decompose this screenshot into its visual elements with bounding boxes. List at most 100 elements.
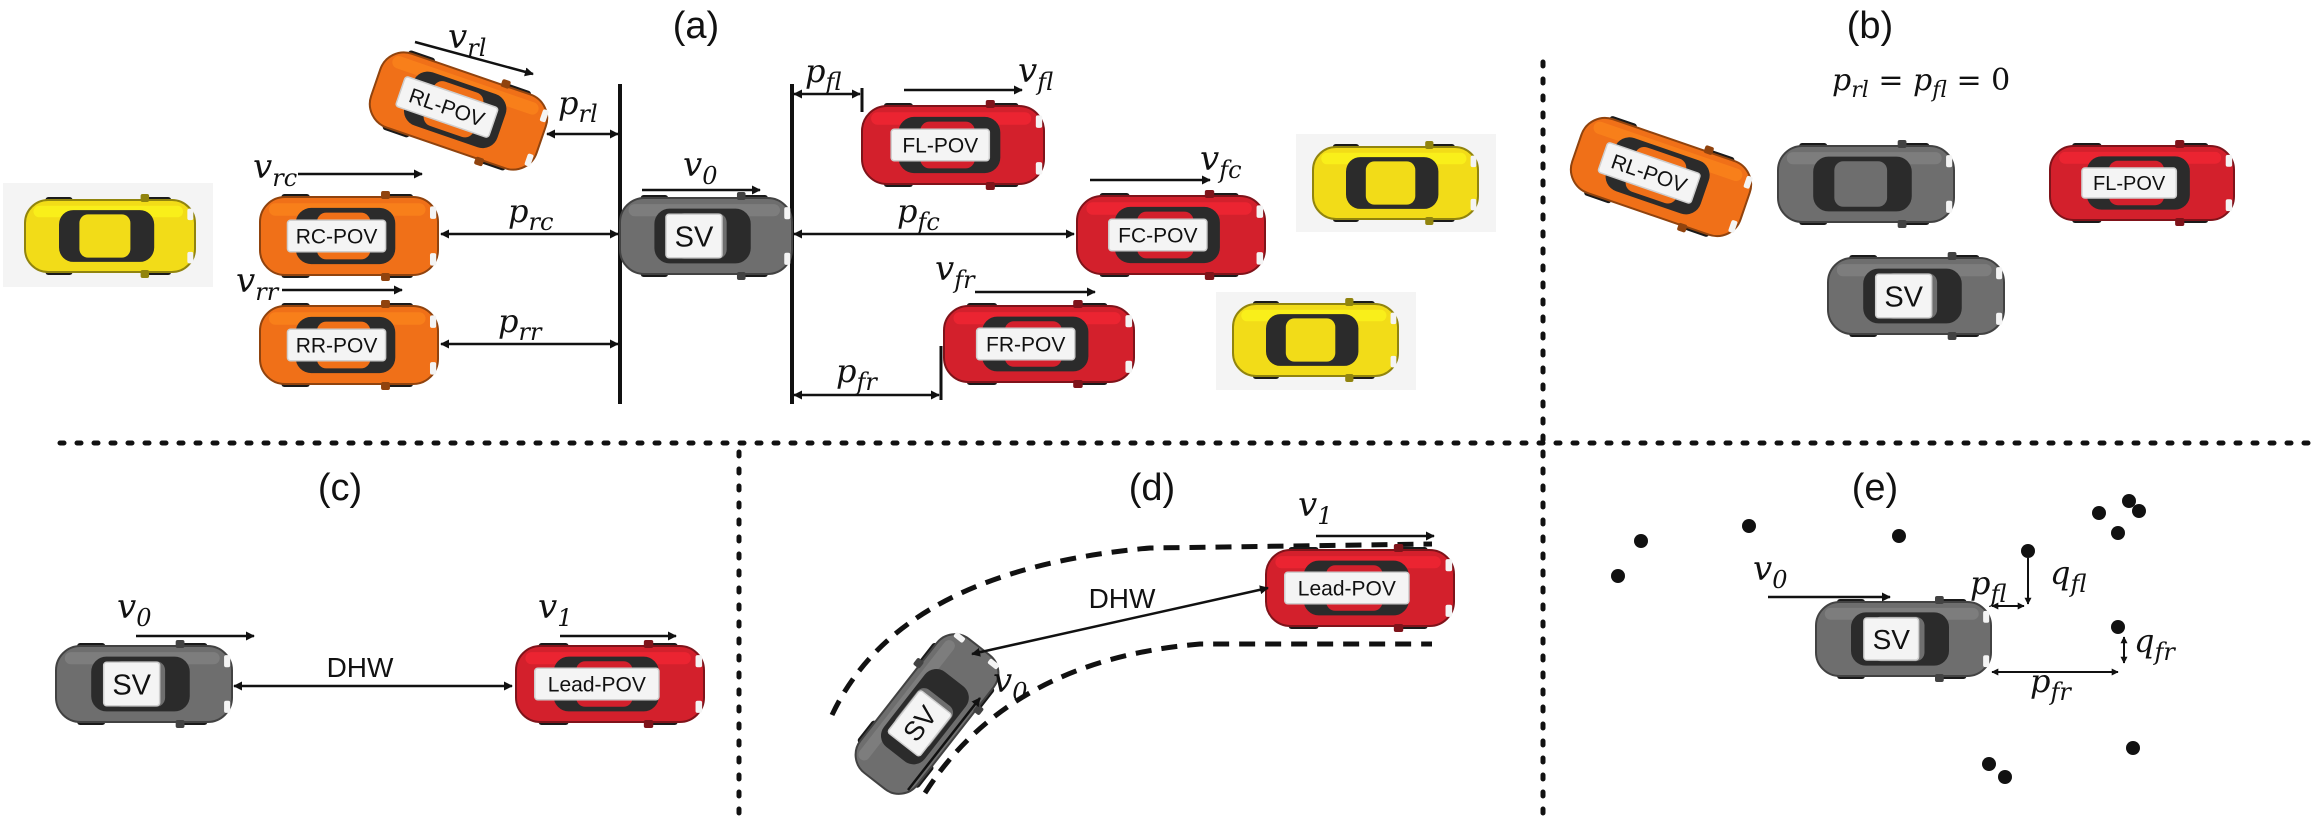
car-icon: FL-POV: [2049, 140, 2235, 226]
label-v-fr: vfr: [935, 249, 976, 294]
car-label-box: [1108, 218, 1208, 252]
car-label-box: [286, 219, 387, 253]
car-yellow-left: [3, 183, 213, 287]
point: [2021, 544, 2035, 558]
car-icon: [1312, 141, 1479, 225]
label-v-0: v0: [117, 587, 152, 632]
car-sv: SV: [854, 632, 1000, 795]
car-label-box: [975, 327, 1076, 361]
panel-c: SV Lead-POV v0 v1 DHW: [55, 587, 705, 728]
car-label: SV: [112, 669, 151, 701]
car-rc-pov: RC-POV: [259, 191, 439, 281]
car-label-box: [887, 690, 952, 757]
car-label: FL-POV: [902, 135, 978, 158]
panel-a: RL-POV RC-POV RR-POV SV FL-POV FC-POV FR…: [3, 17, 1496, 404]
car-icon: SV: [55, 640, 233, 728]
car-label: Lead-POV: [548, 674, 646, 697]
label-dhw: DHW: [327, 652, 394, 683]
car-icon: RL-POV: [1569, 116, 1753, 238]
car-icon: SV: [854, 632, 1000, 795]
car-sv: SV: [1827, 252, 2005, 340]
point: [1634, 534, 1648, 548]
car-fl-pov: FL-POV: [861, 100, 1045, 190]
point: [2132, 504, 2146, 518]
arrow-v-0: [907, 697, 981, 791]
car-fc-pov: FC-POV: [1076, 190, 1266, 280]
car-label-box: [1874, 273, 1933, 319]
panel-separators: [57, 59, 2318, 823]
car-icon: FL-POV: [861, 100, 1045, 190]
label-p-fl: pfl: [805, 52, 842, 96]
car-icon: RL-POV: [368, 50, 549, 171]
car-fl-pov: FL-POV: [2049, 140, 2235, 226]
car-icon: RR-POV: [259, 300, 439, 390]
label-dhw: DHW: [1089, 583, 1156, 614]
label-v-1: v1: [1298, 485, 1333, 530]
point: [2111, 620, 2125, 634]
label-p-fr: pfr: [836, 352, 878, 396]
car-label: FL-POV: [2093, 173, 2166, 195]
label-q-fl: qfl: [2050, 554, 2087, 598]
point: [1998, 770, 2012, 784]
car-label: SV: [675, 221, 714, 253]
car-lead-pov: Lead-POV: [515, 640, 705, 728]
car-label: RC-POV: [296, 226, 378, 249]
car-icon: SV: [619, 192, 793, 280]
label-v-0: v0: [683, 145, 718, 190]
car-yellow-right-bottom: [1216, 292, 1416, 390]
car-icon: SV: [1827, 252, 2005, 340]
car-sv: SV: [1815, 596, 1992, 682]
point: [1742, 519, 1756, 533]
point: [1611, 569, 1625, 583]
panel-title-a: (a): [673, 5, 719, 47]
car-icon: Lead-POV: [515, 640, 705, 728]
car-label-box: [102, 661, 161, 707]
label-p-fr: pfr: [2030, 662, 2072, 706]
car-label-box: [665, 213, 723, 259]
car-rr-pov: RR-POV: [259, 300, 439, 390]
car-icon: [1232, 298, 1399, 382]
point-cloud: [1611, 494, 2146, 784]
car-rl-pov: RL-POV: [368, 50, 549, 171]
panel-b: prl = pfl = 0 RL-POV FL-POV SV: [1569, 63, 2235, 340]
label-p-rr: prr: [498, 302, 543, 346]
arrow-v-rl: [414, 40, 534, 77]
car-sv-gray: [1777, 140, 1955, 228]
car-label-box: [534, 667, 660, 701]
car-icon: Lead-POV: [1265, 544, 1455, 632]
label-p-fc: pfc: [897, 192, 940, 236]
panel-title-d: (d): [1129, 467, 1175, 509]
car-icon: FR-POV: [943, 300, 1135, 388]
car-icon: FC-POV: [1076, 190, 1266, 280]
label-v-0: v0: [993, 661, 1028, 706]
label-p-rc: prc: [508, 192, 553, 236]
panel-e: SV v0 pfl qfl qfr pfr: [1611, 494, 2176, 784]
car-label: SV: [1884, 281, 1923, 313]
car-sv: SV: [55, 640, 233, 728]
car-label: RR-POV: [296, 335, 378, 358]
label-v-fc: vfc: [1200, 139, 1242, 184]
car-label-box: [890, 128, 991, 162]
car-sv: SV: [619, 192, 793, 280]
car-lead-pov: Lead-POV: [1265, 544, 1455, 632]
point: [2111, 526, 2125, 540]
point: [2092, 506, 2106, 520]
panel-d: SV Lead-POV v1 v0 DHW: [829, 485, 1455, 795]
car-icon: [24, 194, 196, 278]
car-yellow-right-top: [1296, 134, 1496, 232]
car-icon: [24, 194, 196, 278]
label-v-rl: vrl: [448, 17, 486, 62]
panel-title-c: (c): [318, 467, 362, 509]
car-rl-pov: RL-POV: [1569, 116, 1753, 238]
equation-b: prl = pfl = 0: [1832, 63, 2010, 103]
car-fr-pov: FR-POV: [943, 300, 1135, 388]
car-label: FC-POV: [1118, 225, 1197, 248]
label-p-fl: pfl: [1970, 564, 2007, 608]
point: [1892, 529, 1906, 543]
panel-title-b: (b): [1847, 5, 1893, 47]
car-label: FR-POV: [986, 334, 1065, 357]
point: [2126, 741, 2140, 755]
car-label-box: [1597, 142, 1701, 204]
car-icon: [1777, 140, 1955, 228]
car-label-box: [286, 328, 387, 362]
